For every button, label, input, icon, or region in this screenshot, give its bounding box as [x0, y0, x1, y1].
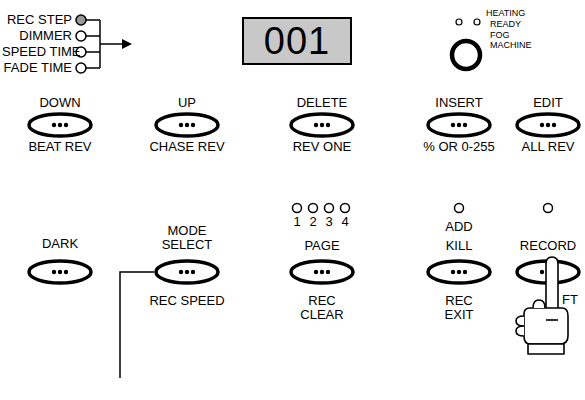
led-label: DIMMER — [19, 29, 72, 43]
indicator-label: HEATING — [486, 8, 525, 18]
page-number: 3 — [325, 215, 332, 229]
button-label: KILL — [446, 239, 473, 253]
button-label: BEAT REV — [28, 140, 91, 154]
page-number: 2 — [309, 215, 316, 229]
button-label: INSERT — [435, 96, 482, 110]
led-label: SPEED TIME — [2, 45, 81, 59]
led-label: FADE TIME — [4, 61, 72, 75]
page-number: 1 — [293, 215, 300, 229]
button-label: CHASE REV — [149, 140, 224, 154]
button-label: PAGE — [304, 239, 339, 253]
button-label: REC EXIT — [434, 294, 484, 322]
display-digits: 001 — [264, 21, 330, 61]
button-label: DARK — [42, 237, 78, 251]
page-number: 4 — [341, 215, 348, 229]
display-window: 001 — [242, 17, 352, 65]
button-label: REC SPEED — [149, 294, 224, 308]
button-label: DOWN — [39, 96, 80, 110]
button-label: FT — [562, 293, 578, 307]
button-label: % OR 0-255 — [423, 140, 495, 154]
button-label: DELETE — [297, 96, 348, 110]
button-label: ALL REV — [522, 140, 575, 154]
button-label: UP — [178, 96, 196, 110]
button-label: EDIT — [533, 96, 563, 110]
button-label: MODE SELECT — [159, 224, 215, 252]
button-label: RECORD — [520, 239, 576, 253]
button-label: ADD — [445, 220, 472, 234]
button-label: REV ONE — [293, 140, 352, 154]
indicator-label: READY — [490, 19, 521, 29]
button-label: FOG MACHINE — [490, 30, 534, 50]
led-label: REC STEP — [7, 13, 72, 27]
button-label: REC CLEAR — [297, 294, 347, 322]
